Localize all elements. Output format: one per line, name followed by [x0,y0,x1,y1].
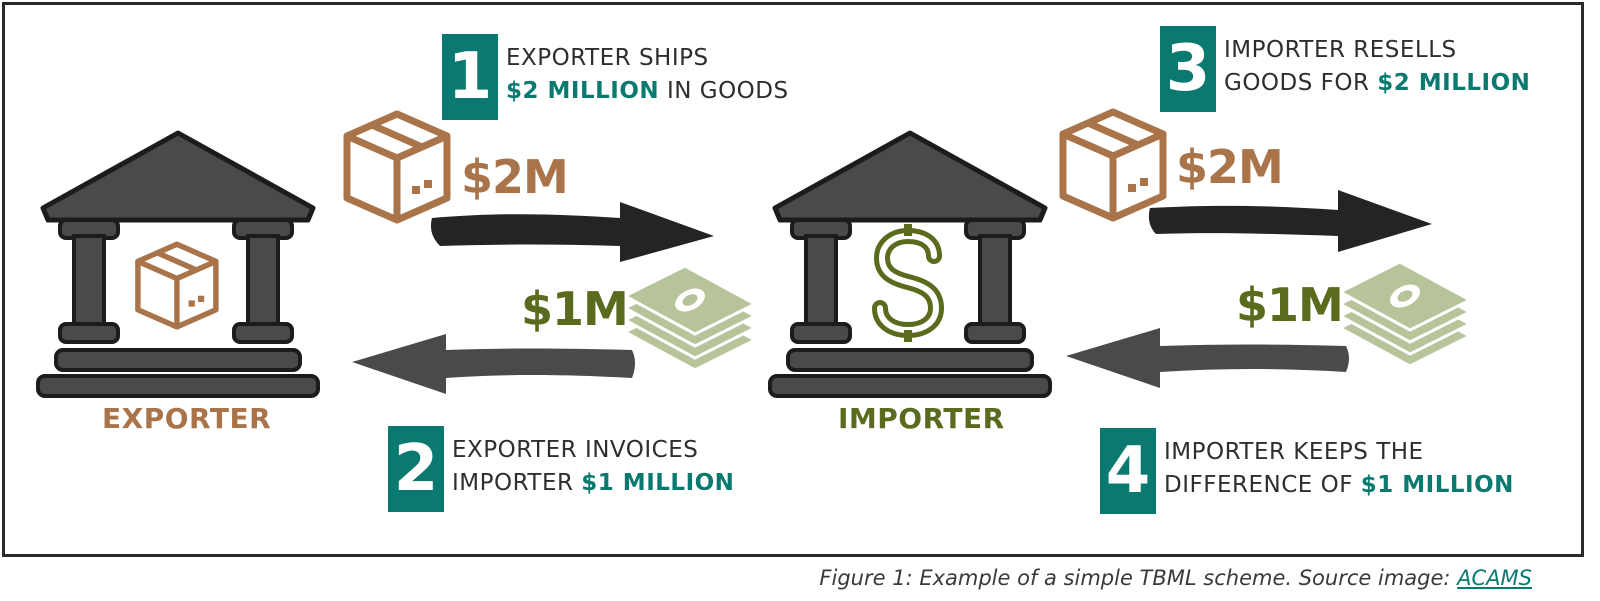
money-amount-2: $1M [1236,278,1344,332]
goods-amount-1: $2M [461,150,569,204]
dollar-icon [872,224,945,342]
goods-arrow-1 [430,202,714,262]
step-1-line2-rest: IN GOODS [659,78,789,104]
step-4-line1: IMPORTER KEEPS THE [1164,439,1424,465]
step-1-line1: EXPORTER SHIPS [506,45,709,71]
step-3-line2-pre: GOODS FOR [1224,70,1378,96]
goods-box-icon-1 [347,114,447,220]
cash-icon-1 [623,264,757,372]
step-2-highlight: $1 MILLION [581,470,735,496]
step-3-line2: GOODS FOR $2 MILLION [1224,67,1530,100]
step-1: 1 EXPORTER SHIPS $2 MILLION IN GOODS [442,34,789,120]
cash-icon-2 [1338,260,1472,368]
figure-caption: Figure 1: Example of a simple TBML schem… [819,566,1532,590]
step-4-line2: DIFFERENCE OF $1 MILLION [1164,469,1514,502]
step-number-3: 3 [1160,26,1216,112]
step-3: 3 IMPORTER RESELLS GOODS FOR $2 MILLION [1160,26,1530,112]
step-2: 2 EXPORTER INVOICES IMPORTER $1 MILLION [388,426,734,512]
step-1-line2: $2 MILLION IN GOODS [506,75,789,108]
exporter-box-icon [138,244,216,327]
step-3-highlight: $2 MILLION [1377,70,1531,96]
goods-amount-2: $2M [1176,140,1284,194]
step-4-highlight: $1 MILLION [1360,472,1514,498]
step-text-2: EXPORTER INVOICES IMPORTER $1 MILLION [452,426,734,500]
step-text-3: IMPORTER RESELLS GOODS FOR $2 MILLION [1224,26,1530,100]
step-1-highlight: $2 MILLION [506,78,660,104]
step-2-line1: EXPORTER INVOICES [452,437,699,463]
caption-text: Figure 1: Example of a simple TBML schem… [819,566,1458,590]
money-arrow-1 [352,334,635,394]
exporter-label: EXPORTER [102,402,272,435]
step-number-4: 4 [1100,428,1156,514]
step-2-line2-pre: IMPORTER [452,470,582,496]
goods-arrow-2 [1148,190,1432,252]
money-amount-1: $1M [521,282,629,336]
step-3-line1: IMPORTER RESELLS [1224,37,1457,63]
step-text-1: EXPORTER SHIPS $2 MILLION IN GOODS [506,34,789,108]
step-4: 4 IMPORTER KEEPS THE DIFFERENCE OF $1 MI… [1100,428,1514,514]
importer-label: IMPORTER [838,402,1005,435]
step-4-line2-pre: DIFFERENCE OF [1164,472,1361,498]
step-text-4: IMPORTER KEEPS THE DIFFERENCE OF $1 MILL… [1164,428,1514,502]
step-number-1: 1 [442,34,498,120]
acams-link[interactable]: ACAMS [1457,566,1532,590]
goods-box-icon-2 [1063,112,1163,218]
money-arrow-2 [1066,328,1349,388]
importer-bank-icon [770,133,1050,396]
step-number-2: 2 [388,426,444,512]
step-2-line2: IMPORTER $1 MILLION [452,467,734,500]
